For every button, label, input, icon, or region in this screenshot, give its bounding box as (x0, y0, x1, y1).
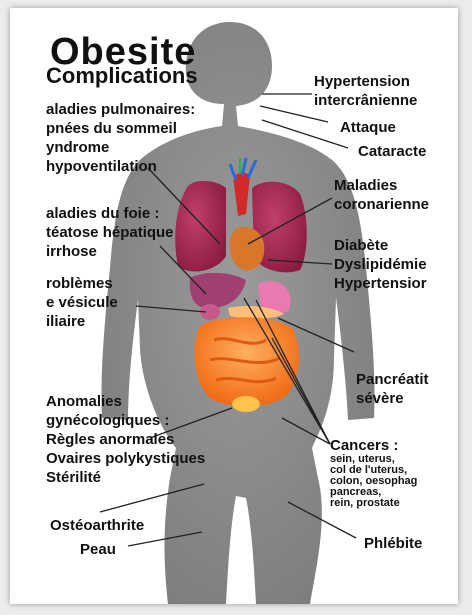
label-osteoarthrite: Ostéoarthrite (50, 516, 144, 535)
label-pancreatite: Pancréatit sévère (356, 370, 429, 408)
diagram-card: Obesite Complications aladies pulmonaire… (10, 8, 458, 604)
title-complications: Complications (46, 64, 198, 88)
label-maladies-pulmonaires: aladies pulmonaires: pnées du sommeil yn… (46, 100, 195, 176)
label-maladies-coronariennes: Maladies coronarienne (334, 176, 429, 214)
label-peau: Peau (80, 540, 116, 559)
label-cancers-list: sein, uterus, col de l'uterus, colon, oe… (330, 454, 417, 509)
label-cataracte: Cataracte (358, 142, 426, 161)
bladder (232, 396, 260, 412)
label-vesicule-biliaire: roblèmes e vésicule iliaire (46, 274, 118, 331)
label-maladies-du-foie: aladies du foie : téatose hépatique irrh… (46, 204, 174, 261)
label-hypertension-intercranienne: Hypertension intercrânienne (314, 72, 417, 110)
label-anomalies-gynecologiques: Anomalies gynécologiques : Règles anorma… (46, 392, 205, 487)
label-attaque: Attaque (340, 118, 396, 137)
label-phlebite: Phlébite (364, 534, 422, 553)
label-diabete: Diabète Dyslipidémie Hypertensior (334, 236, 427, 293)
